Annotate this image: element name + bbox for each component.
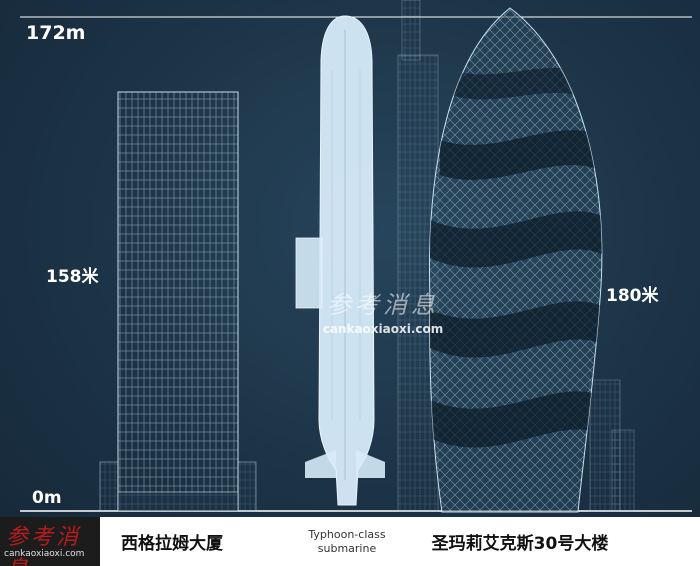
seagram-height-label: 158米	[46, 267, 99, 287]
typhoon-submarine-illustration	[295, 15, 385, 506]
watermark-url: cankaoxiaoxi.com	[322, 322, 444, 336]
caption-bar	[0, 517, 700, 566]
center-watermark: 参考消息 cankaoxiaoxi.com	[308, 285, 458, 345]
corner-logo-chinese: 参考消息	[6, 525, 82, 566]
scale-zero-label: 0m	[32, 488, 62, 508]
scale-top-label: 172m	[26, 22, 86, 44]
caption-seagram: 西格拉姆大厦	[121, 534, 223, 554]
caption-submarine: Typhoon-class submarine	[308, 527, 386, 555]
watermark-chinese: 参考消息	[327, 291, 439, 319]
seagram-building-illustration	[99, 91, 257, 512]
corner-logo-url: cankaoxiaoxi.com	[4, 549, 85, 559]
corner-watermark-logo: 参考消息 cankaoxiaoxi.com	[0, 517, 100, 566]
gherkin-tower-illustration	[429, 7, 603, 513]
caption-gherkin: 圣玛莉艾克斯30号大楼	[431, 534, 609, 554]
gherkin-height-label: 180米	[606, 286, 659, 306]
